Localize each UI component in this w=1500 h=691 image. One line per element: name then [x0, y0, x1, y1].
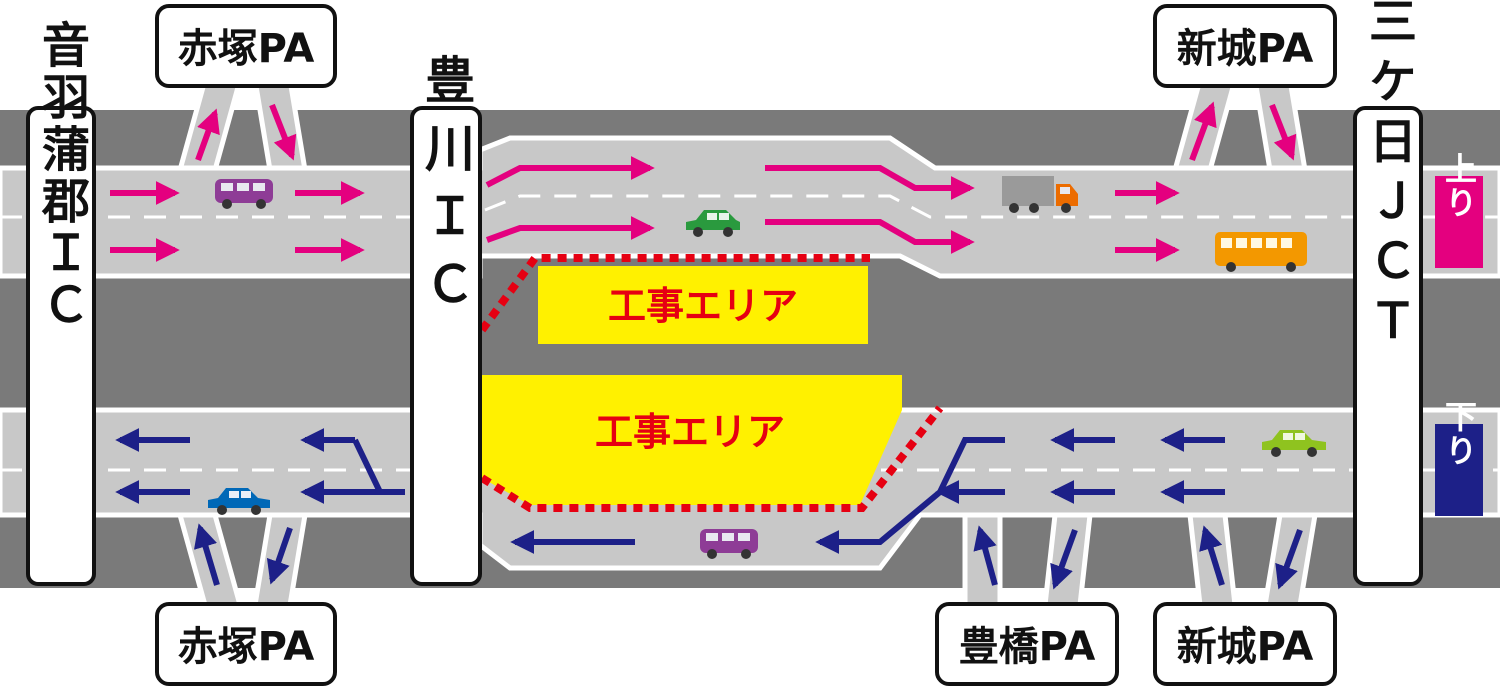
lane-markings: [0, 194, 1500, 472]
up-badge-text: 上り: [1440, 152, 1478, 220]
minivan-purple-top: [215, 179, 273, 209]
up-direction-arrows: [110, 101, 1297, 262]
construction-label-lower: 工事エリア: [595, 410, 785, 454]
center-ic-label: 豊川ＩＣ: [410, 54, 482, 586]
pa-akatsuka-bottom-text: 赤塚PA: [178, 624, 315, 670]
down-direction-arrows: [115, 428, 1303, 590]
construction-label-upper: 工事エリア: [608, 284, 798, 328]
car-lime: [1262, 430, 1326, 457]
pa-toyohashi-bottom-text: 豊橋PA: [959, 624, 1096, 670]
left-ic-label: 音羽蒲郡ＩＣ: [26, 20, 96, 586]
right-jct-text: 三ケ日ＪＣＴ: [1360, 0, 1416, 356]
up-direction-badge: 上り: [1435, 152, 1483, 268]
bus-orange: [1215, 232, 1307, 272]
left-ic-text: 音羽蒲郡ＩＣ: [33, 20, 91, 332]
center-ic-text: 豊川ＩＣ: [417, 54, 475, 326]
pa-label-akatsuka-top: 赤塚PA: [155, 4, 337, 88]
car-blue: [208, 488, 270, 515]
right-jct-label: 三ケ日ＪＣＴ: [1353, 0, 1423, 586]
pa-label-shinshiro-top: 新城PA: [1153, 4, 1337, 88]
pa-label-toyohashi-bottom: 豊橋PA: [935, 602, 1119, 686]
minivan-purple-bottom: [700, 529, 758, 559]
pa-shinshiro-top-text: 新城PA: [1177, 26, 1314, 72]
pa-akatsuka-top-text: 赤塚PA: [178, 26, 315, 72]
down-direction-badge: 下り: [1435, 400, 1483, 516]
construction-zone-lower: 工事エリア: [479, 375, 944, 512]
construction-zone-upper: 工事エリア: [478, 254, 870, 344]
car-green: [686, 210, 740, 237]
pa-label-shinshiro-bottom: 新城PA: [1153, 602, 1337, 686]
down-badge-text: 下り: [1440, 400, 1478, 468]
truck-gray: [1002, 176, 1078, 213]
pa-label-akatsuka-bottom: 赤塚PA: [155, 602, 337, 686]
pa-shinshiro-bottom-text: 新城PA: [1177, 624, 1314, 670]
